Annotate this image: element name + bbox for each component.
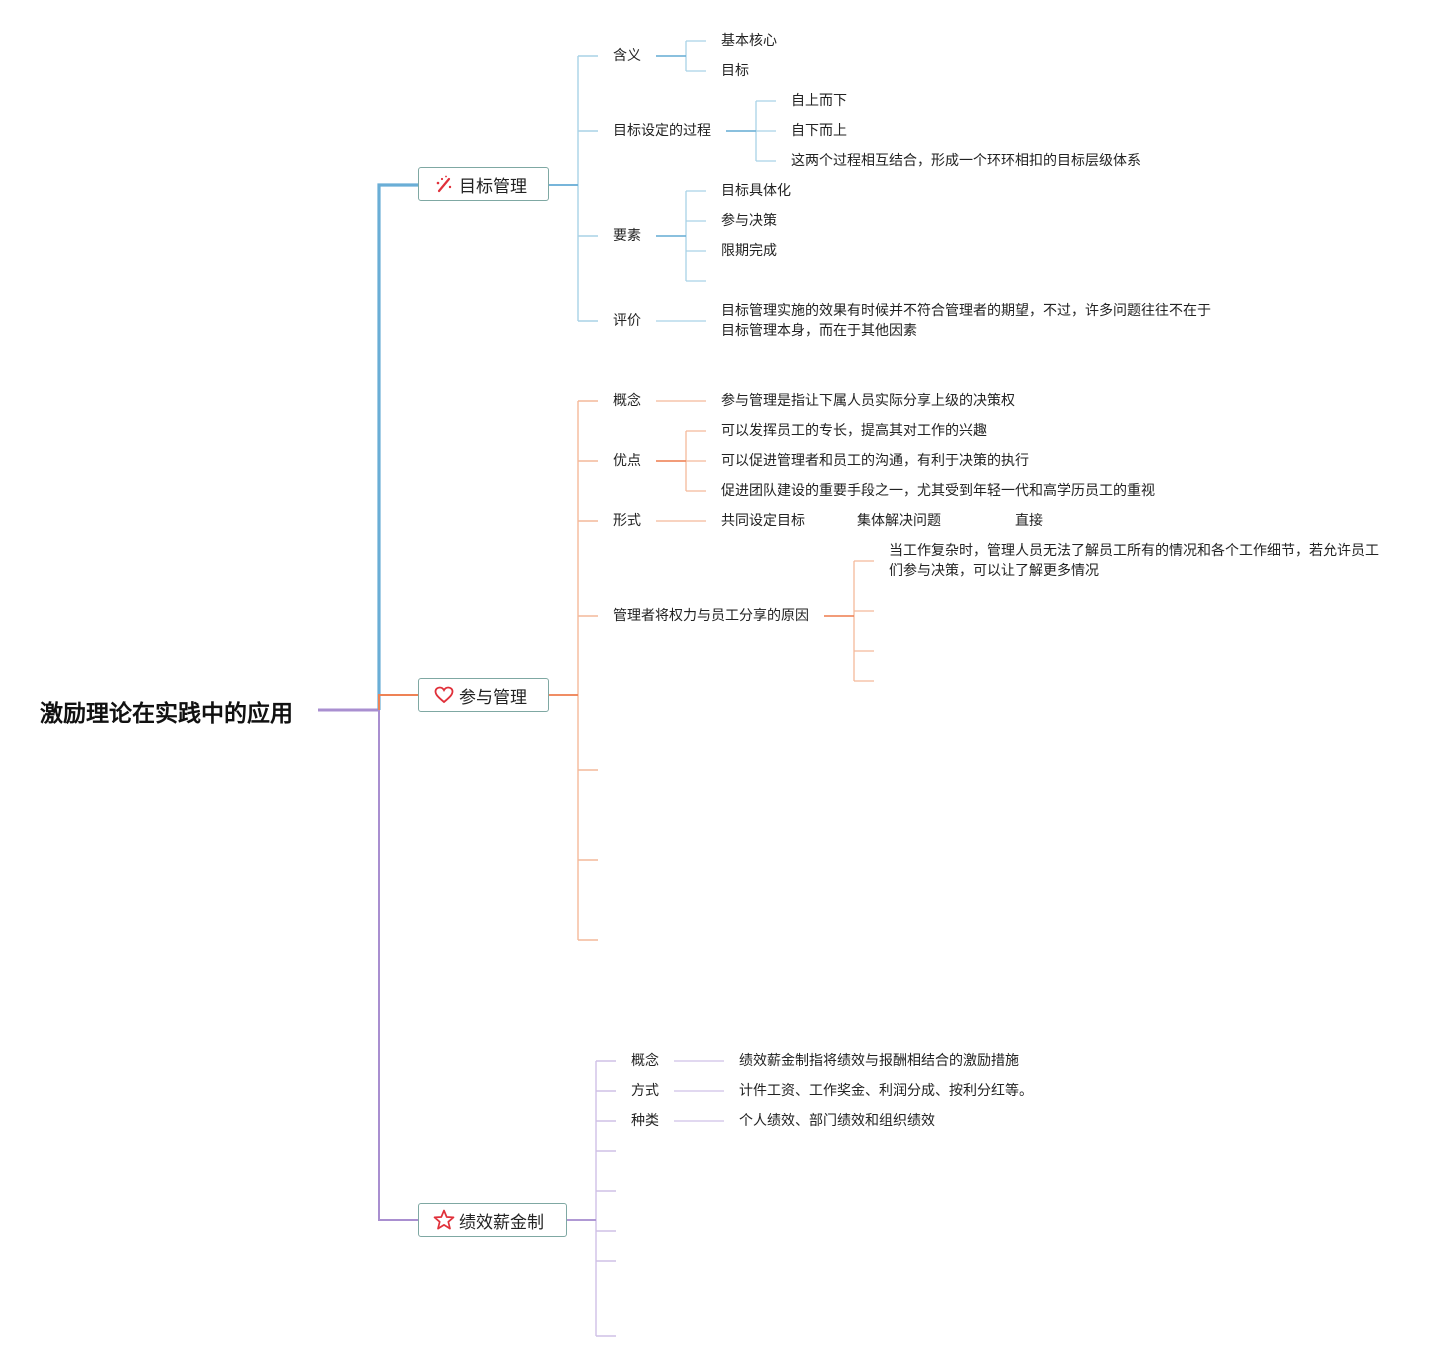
topic-part-advantages-item[interactable]: 促进团队建设的重要手段之一，尤其受到年轻一代和高学历员工的重视 bbox=[721, 483, 1155, 499]
topic-mbo-meaning-item[interactable]: 目标 bbox=[721, 63, 749, 79]
topic-pay-concept[interactable]: 概念 bbox=[631, 1053, 659, 1069]
topic-mbo-process-item[interactable]: 自上而下 bbox=[791, 93, 847, 109]
main-topic-participation[interactable]: 参与管理 bbox=[418, 678, 549, 712]
topic-mbo-elements-item[interactable]: 目标具体化 bbox=[721, 183, 791, 199]
topic-mbo-meaning-item[interactable]: 基本核心 bbox=[721, 33, 777, 49]
topic-mbo-elements-item[interactable]: 限期完成 bbox=[721, 243, 777, 259]
topic-mbo-evaluation[interactable]: 评价 bbox=[613, 313, 641, 329]
topic-part-advantages-item[interactable]: 可以发挥员工的专长，提高其对工作的兴趣 bbox=[721, 423, 987, 439]
topic-mbo-elements-item[interactable]: 参与决策 bbox=[721, 213, 777, 229]
main-topic-label: 参与管理 bbox=[459, 687, 527, 708]
connector-line bbox=[378, 694, 418, 710]
topic-mbo-process[interactable]: 目标设定的过程 bbox=[613, 123, 711, 139]
topic-part-advantages[interactable]: 优点 bbox=[613, 453, 641, 469]
connector-line bbox=[378, 710, 418, 1221]
main-topic-pay[interactable]: 绩效薪金制 bbox=[418, 1203, 567, 1237]
main-topic-label: 绩效薪金制 bbox=[459, 1212, 544, 1233]
star-icon bbox=[433, 1209, 455, 1231]
topic-part-advantages-item[interactable]: 可以促进管理者和员工的沟通，有利于决策的执行 bbox=[721, 453, 1029, 469]
main-topic-mbo[interactable]: 目标管理 bbox=[418, 167, 549, 201]
connector-line bbox=[377, 183, 418, 710]
topic-part-reasons[interactable]: 管理者将权力与员工分享的原因 bbox=[613, 608, 809, 624]
topic-part-concept[interactable]: 概念 bbox=[613, 393, 641, 409]
topic-mbo-elements[interactable]: 要素 bbox=[613, 228, 641, 244]
topic-pay-concept-text[interactable]: 绩效薪金制指将绩效与报酬相结合的激励措施 bbox=[739, 1053, 1019, 1069]
topic-part-concept-text[interactable]: 参与管理是指让下属人员实际分享上级的决策权 bbox=[721, 393, 1015, 409]
topic-pay-methods-text[interactable]: 计件工资、工作奖金、利润分成、按利分红等。 bbox=[739, 1083, 1033, 1099]
topic-part-forms-item[interactable]: 共同设定目标 bbox=[721, 513, 805, 529]
topic-part-forms-item[interactable]: 直接 bbox=[1015, 513, 1043, 529]
topic-mbo-evaluation-text[interactable]: 目标管理实施的效果有时候并不符合管理者的期望，不过，许多问题往往不在于目标管理本… bbox=[721, 303, 1211, 339]
topic-mbo-meaning[interactable]: 含义 bbox=[613, 48, 641, 64]
magic-wand-icon bbox=[433, 173, 455, 195]
main-topic-label: 目标管理 bbox=[459, 176, 527, 197]
topic-part-reasons-text[interactable]: 当工作复杂时，管理人员无法了解员工所有的情况和各个工作细节，若允许员工们参与决策… bbox=[889, 543, 1379, 579]
topic-mbo-process-item[interactable]: 自下而上 bbox=[791, 123, 847, 139]
topic-part-forms[interactable]: 形式 bbox=[613, 513, 641, 529]
topic-pay-types[interactable]: 种类 bbox=[631, 1113, 659, 1129]
topic-pay-types-text[interactable]: 个人绩效、部门绩效和组织绩效 bbox=[739, 1113, 935, 1129]
topic-part-forms-item[interactable]: 集体解决问题 bbox=[857, 513, 941, 529]
topic-mbo-process-item[interactable]: 这两个过程相互结合，形成一个环环相扣的目标层级体系 bbox=[791, 153, 1141, 169]
root-topic[interactable]: 激励理论在实践中的应用 bbox=[40, 701, 293, 727]
topic-pay-methods[interactable]: 方式 bbox=[631, 1083, 659, 1099]
heart-icon bbox=[433, 684, 455, 706]
